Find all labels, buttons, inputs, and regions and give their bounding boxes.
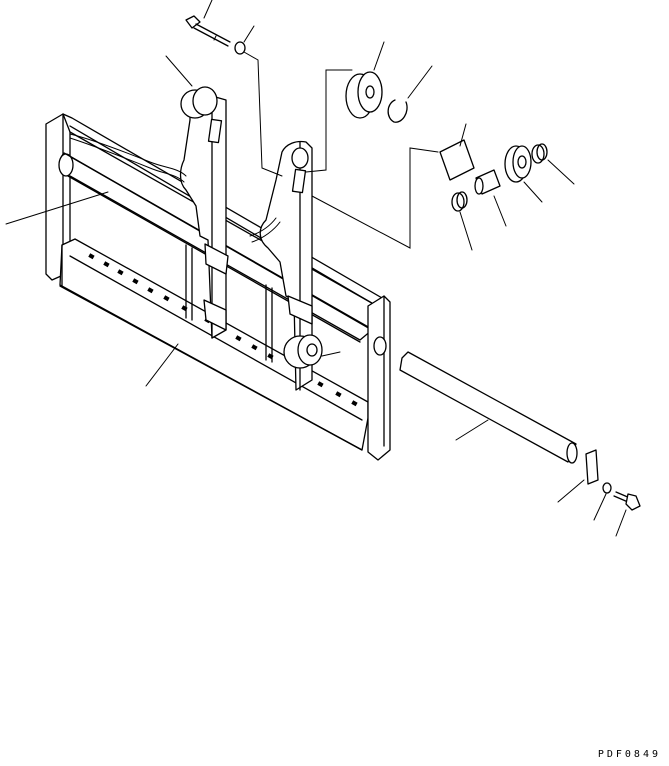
end-plate-hole [373,336,387,356]
keeper-plate [585,449,599,485]
pin [474,169,501,195]
right-bracket-boss [291,147,309,169]
lock-washer [602,482,612,494]
washer-top [234,41,246,55]
snap-ring [387,99,408,123]
hydraulic-hose-right [249,217,277,237]
bushing-left [451,191,468,212]
bolt-bottom [613,491,641,511]
drawing-code-label: PDF0849 [597,749,661,760]
bushing-right [531,143,548,164]
hydraulic-hose-left [69,133,187,177]
cross-shaft [399,351,578,464]
plate [439,139,475,181]
frame-assembly [45,86,391,461]
cam-follower-roller-top [345,71,383,119]
leader-lines [5,0,627,537]
bearing [504,145,532,183]
frame-right-end-plate [367,295,391,461]
bolt-top [185,15,231,47]
